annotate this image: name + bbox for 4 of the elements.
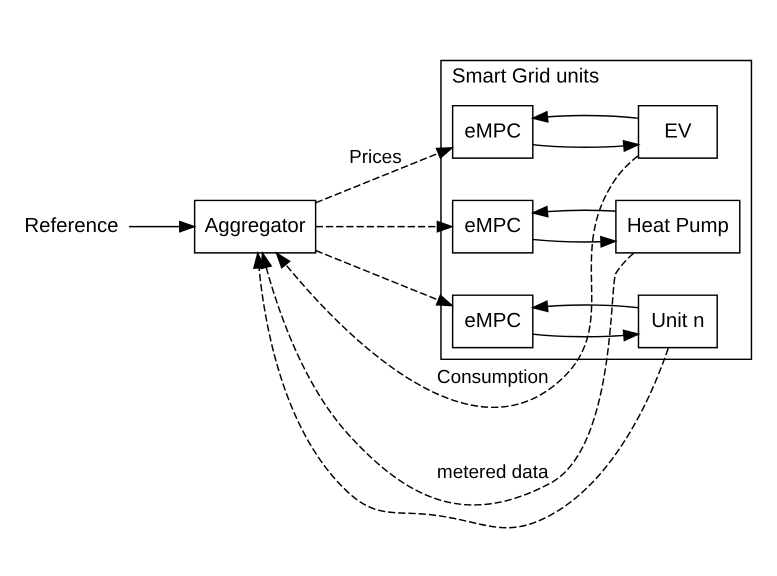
node-text: Reference [24, 214, 119, 237]
edge-label: Prices [349, 146, 402, 168]
edge-label: Consumption [436, 366, 549, 388]
edge-label: metered data [436, 461, 549, 482]
